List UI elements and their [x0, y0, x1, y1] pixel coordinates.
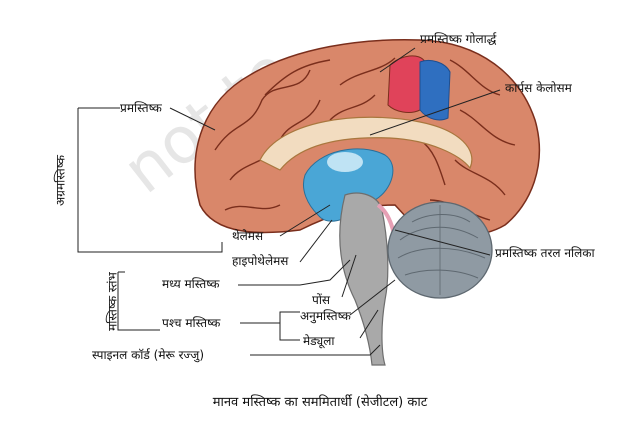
- label-thalamus: थेलेमस: [232, 229, 264, 243]
- label-medulla: मेड्यूला: [303, 334, 335, 348]
- label-hypothalamus: हाइपोथेलेमस: [232, 254, 289, 268]
- label-cerebellum: अनुमस्तिष्क: [300, 309, 351, 323]
- leader-lines: [77, 47, 501, 356]
- label-cerebral-aqueduct: प्रमस्तिष्क तरल नलिका: [495, 246, 595, 260]
- label-midbrain: मध्य मस्तिष्क: [162, 277, 220, 291]
- label-cerebral-hemisphere: प्रमस्तिष्क गोलार्द्ध: [420, 32, 497, 46]
- label-hindbrain: पश्च मस्तिष्क: [162, 316, 221, 330]
- hemisphere-blue-region: [419, 59, 451, 121]
- cerebral-hemisphere-highlight: [387, 55, 426, 113]
- brain-stem-shape: [339, 192, 389, 366]
- label-corpus-callosum: कार्पस केलोसम: [505, 81, 572, 95]
- third-ventricle-shape: [327, 152, 363, 172]
- label-forebrain: अग्रमस्तिष्क: [53, 155, 68, 206]
- label-pons: पोंस: [312, 293, 331, 307]
- label-spinal-cord: स्पाइनल कॉर्ड (मेरू रज्जु): [92, 348, 205, 362]
- cerebellum-shape: [387, 201, 493, 299]
- label-brain-stem: मस्तिष्क स्तंभ: [105, 272, 120, 331]
- corpus-callosum-shape: [259, 116, 473, 171]
- figure-caption: मानव मस्तिष्क का सममितार्धी (सेजीटल) काट: [212, 395, 428, 410]
- label-cerebrum: प्रमस्तिष्क: [120, 101, 162, 115]
